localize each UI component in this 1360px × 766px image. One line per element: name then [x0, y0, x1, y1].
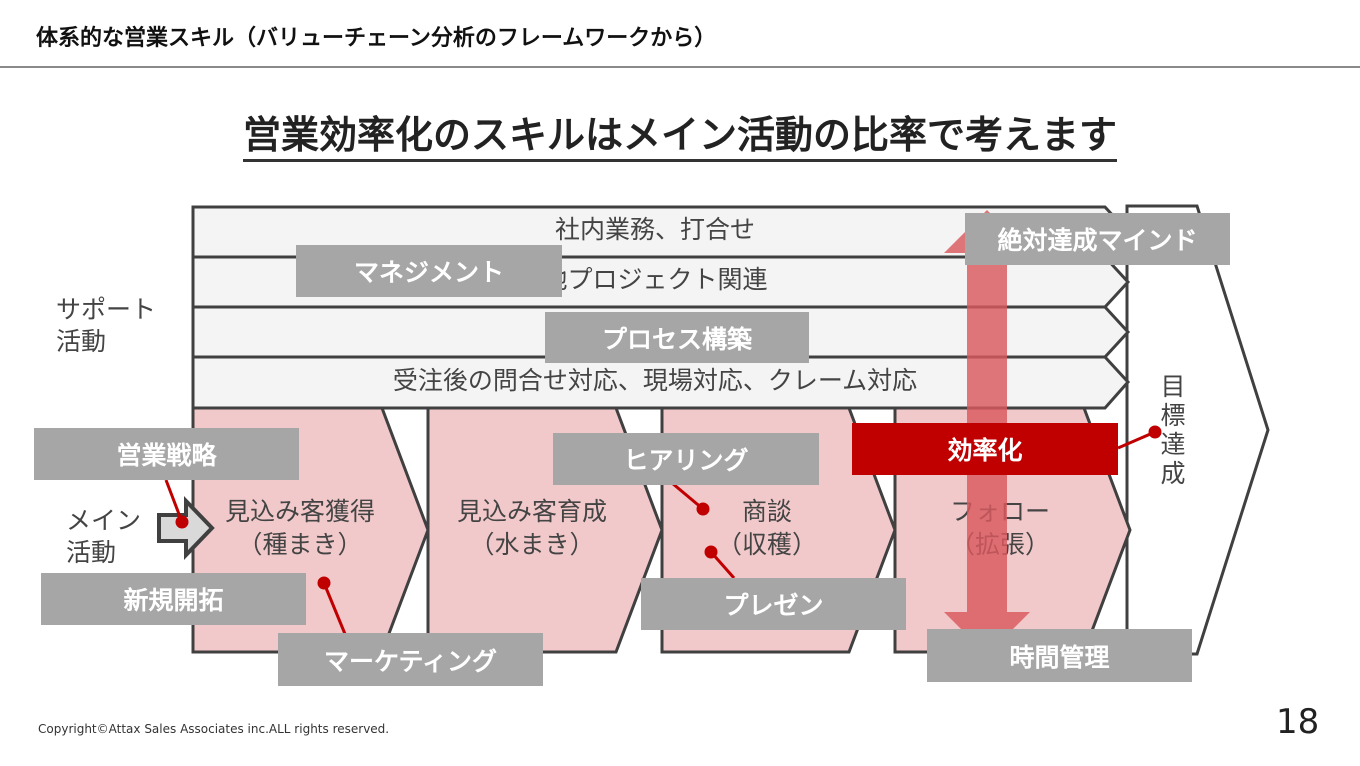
connector-hearing-dot	[696, 502, 710, 516]
page-number: 18	[1276, 702, 1320, 742]
connector-marketing	[322, 582, 347, 635]
copyright: Copyright©Attax Sales Associates inc.ALL…	[38, 722, 390, 736]
main-title-text: 営業効率化のスキルはメイン活動の比率で考えます	[242, 113, 1117, 162]
stage-2-line1: 見込み客育成	[457, 497, 607, 526]
sales-strategy-label: 営業戦略	[34, 428, 299, 480]
hearing-label: ヒアリング	[553, 433, 819, 485]
stage-3-line2: （収穫）	[717, 530, 817, 559]
stage-1-line1: 見込み客獲得	[225, 497, 375, 526]
time-management-label: 時間管理	[927, 629, 1192, 682]
support-activity-label: サポート 活動	[56, 294, 186, 358]
stage-1-line2: （種まき）	[237, 530, 362, 559]
new-development-label: 新規開拓	[41, 573, 306, 625]
main-activity-arrow-icon	[157, 496, 215, 560]
mindset-label: 絶対達成マインド	[965, 213, 1230, 265]
connector-goal-dot	[1148, 425, 1162, 439]
header-title: 体系的な営業スキル（バリューチェーン分析のフレームワークから）	[36, 26, 717, 51]
support-row-2-text: 他プロジェクト関連	[542, 265, 767, 294]
stage-3-line1: 商談	[742, 497, 792, 526]
management-label: マネジメント	[296, 245, 562, 297]
connector-sales-strategy-dot	[175, 515, 189, 529]
presentation-label: プレゼン	[641, 578, 906, 630]
connector-presentation-dot	[704, 545, 718, 559]
header-divider	[0, 66, 1360, 68]
connector-marketing-dot	[317, 576, 331, 590]
main-activity-label-line2: 活動	[66, 538, 117, 567]
main-activity-label-line1: メイン	[66, 506, 142, 535]
process-label: プロセス構築	[545, 312, 809, 363]
marketing-label: マーケティング	[278, 633, 543, 686]
stage-2-line2: （水まき）	[469, 530, 594, 559]
main-title: 営業効率化のスキルはメイン活動の比率で考えます	[0, 104, 1360, 162]
support-row-4-text: 受注後の問合せ対応、現場対応、クレーム対応	[393, 366, 917, 395]
goal-label: 目標達成	[1160, 372, 1186, 488]
support-activity-label-line1: サポート	[56, 295, 157, 324]
efficiency-label: 効率化	[852, 423, 1118, 475]
main-activity-label: メイン 活動	[66, 505, 166, 569]
support-row-4-shape	[191, 355, 1131, 410]
connector-goal	[1117, 430, 1156, 450]
support-activity-label-line2: 活動	[56, 327, 107, 356]
support-row-1-text: 社内業務、打合せ	[555, 215, 755, 244]
goal-chevron	[1125, 204, 1270, 656]
connector-sales-strategy	[164, 479, 184, 523]
